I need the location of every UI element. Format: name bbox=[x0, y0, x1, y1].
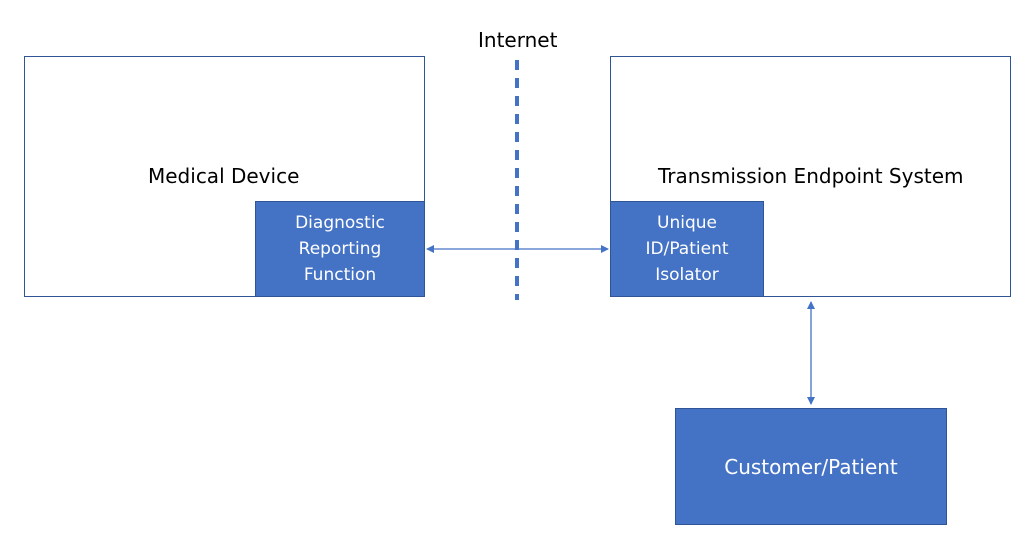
diagnostic-reporting-function-box: Diagnostic Reporting Function bbox=[255, 201, 425, 297]
customer-patient-box: Customer/Patient bbox=[675, 408, 947, 525]
internet-label: Internet bbox=[478, 28, 558, 52]
medical-device-title: Medical Device bbox=[148, 164, 300, 188]
transmission-endpoint-system-title: Transmission Endpoint System bbox=[658, 164, 964, 188]
unique-id-patient-isolator-box: Unique ID/Patient Isolator bbox=[610, 201, 764, 297]
